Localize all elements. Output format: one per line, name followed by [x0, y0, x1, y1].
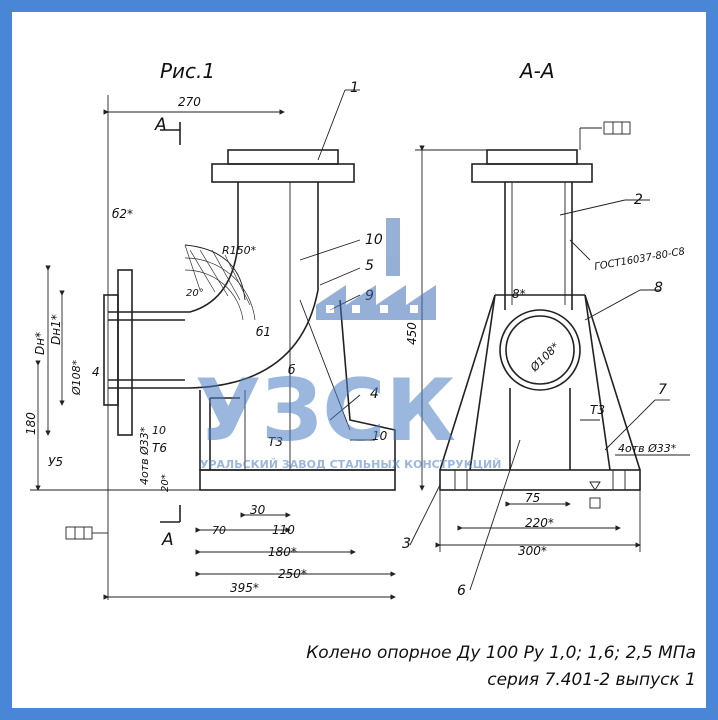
dim-300: 300* [518, 544, 547, 558]
label-20deg: 20° [186, 288, 204, 299]
dim-395: 395* [230, 581, 259, 595]
dim-d108: Ø108* [70, 359, 83, 396]
label-b: б [288, 363, 296, 377]
callout-4-left: 4 [92, 365, 100, 379]
label-t3-right: Т3 [590, 403, 605, 417]
callout-10: 10 [365, 232, 383, 248]
section-mark-bottom: А [161, 530, 174, 550]
dim-250: 250* [278, 567, 307, 581]
dim-220: 220* [525, 516, 554, 530]
dim-dn: Dн* [33, 332, 47, 355]
callout-7: 7 [658, 382, 667, 398]
label-gost: ГОСТ16037-80-С8 [594, 246, 686, 273]
label-t6: Т6 [152, 441, 167, 455]
caption-title: Колено опорное Ду 100 Ру 1,0; 1,6; 2,5 М… [306, 643, 696, 663]
callout-2: 2 [634, 192, 643, 208]
section-mark-top: А [154, 115, 167, 135]
label-20: 20* [160, 474, 171, 492]
dim-30: 30 [250, 503, 266, 517]
section-title: А-А [518, 59, 555, 83]
label-holes-right: 4отв Ø33* [618, 442, 677, 455]
callout-1: 1 [350, 80, 359, 96]
label-b2: б2* [112, 207, 133, 221]
callout-8: 8 [654, 280, 663, 296]
right-view [409, 127, 690, 591]
callout-10-lower: 10 [372, 429, 388, 443]
dim-dn1: Dн1* [49, 314, 63, 345]
figure-title: Рис.1 [160, 59, 215, 83]
left-view [30, 89, 396, 600]
label-d108-circle: Ø108* [527, 340, 562, 375]
dim-70: 70 [212, 524, 226, 537]
callout-6: 6 [457, 583, 466, 599]
dim-180-vertical: 180 [24, 412, 38, 435]
dim-270: 270 [178, 95, 201, 109]
callout-3: 3 [402, 536, 411, 552]
callout-4-right: 4 [370, 386, 379, 402]
label-holes: 4отв Ø33* [138, 426, 151, 485]
label-10: 10 [152, 424, 166, 437]
label-b1: б1 [256, 325, 271, 339]
caption-series: серия 7.401-2 выпуск 1 [487, 670, 696, 690]
dim-110: 110 [272, 523, 295, 537]
label-y5: У5 [48, 455, 63, 469]
label-8star: 8* [512, 287, 526, 301]
dim-450: 450 [405, 322, 419, 345]
dim-180: 180* [268, 545, 297, 559]
uzsk-watermark-logo: УЗСК УРАЛЬСКИЙ ЗАВОД СТАЛЬНЫХ КОНСТРУКЦИ… [195, 218, 501, 471]
label-r150: R150* [222, 244, 257, 257]
watermark-subtitle: УРАЛЬСКИЙ ЗАВОД СТАЛЬНЫХ КОНСТРУКЦИЙ [200, 458, 501, 471]
label-t3-left: Т3 [268, 435, 283, 449]
dim-75: 75 [525, 491, 540, 505]
watermark-text: УЗСК [195, 361, 456, 461]
callout-5: 5 [365, 258, 374, 274]
tolerance-frame-left [65, 526, 108, 540]
tolerance-frame-right [603, 121, 631, 135]
